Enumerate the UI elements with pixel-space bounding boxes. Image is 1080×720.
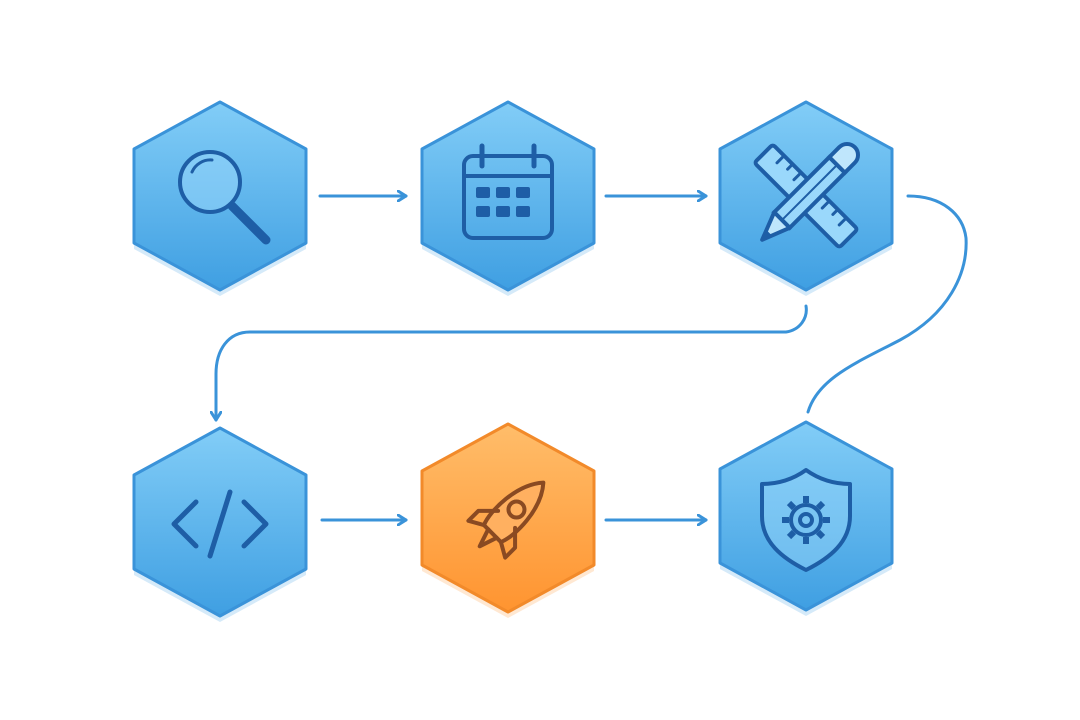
- calendar-icon: [462, 143, 554, 240]
- connector-maintain-to-design: [806, 194, 968, 414]
- node-research[interactable]: [132, 100, 308, 296]
- code-icon: [171, 489, 269, 559]
- shield-gear-icon: [760, 468, 852, 572]
- node-design[interactable]: [718, 100, 894, 296]
- node-develop[interactable]: [132, 426, 308, 622]
- ruler-pencil-icon: [753, 142, 860, 249]
- search-icon: [178, 150, 271, 245]
- nodes: [132, 100, 894, 622]
- connectors: [216, 194, 968, 520]
- node-maintain[interactable]: [718, 420, 894, 616]
- rocket-icon: [466, 480, 546, 560]
- node-plan[interactable]: [420, 100, 596, 296]
- connector-design-to-develop: [216, 304, 808, 422]
- node-launch[interactable]: [420, 422, 596, 618]
